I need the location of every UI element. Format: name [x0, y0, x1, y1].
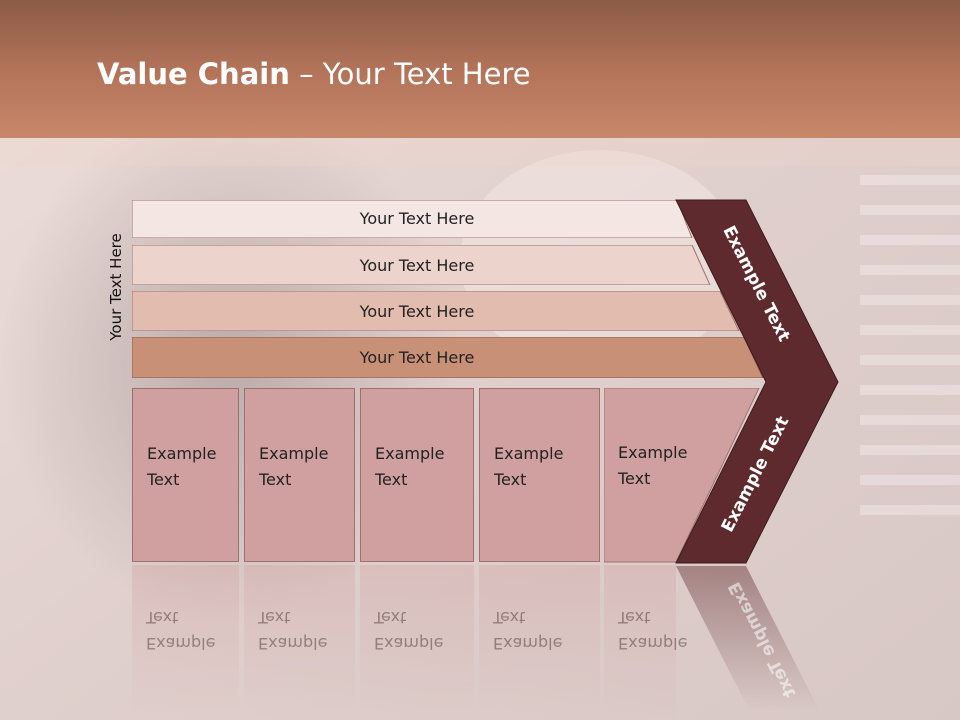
header-band — [0, 0, 960, 138]
column-4-reflection-label: Example Text — [493, 608, 563, 653]
primary-column-2-label: Example Text — [259, 444, 329, 489]
primary-column-1: Example Text — [132, 388, 239, 562]
primary-column-3: Example Text — [360, 388, 474, 562]
support-bar-4-label: Your Text Here — [359, 348, 475, 367]
primary-column-2: Example Text — [244, 388, 355, 562]
primary-column-4-label: Example Text — [494, 444, 564, 489]
header-divider — [0, 138, 960, 166]
column-5-reflection-label: Example Text — [618, 608, 688, 653]
support-bar-3-label: Your Text Here — [359, 302, 475, 321]
column-4-reflection: Example Text — [479, 565, 600, 720]
primary-column-1-label: Example Text — [147, 444, 217, 489]
title-strong: Value Chain — [97, 57, 290, 91]
column-2-reflection: Example Text — [244, 565, 355, 720]
column-3-reflection-label: Example Text — [374, 608, 444, 653]
primary-column-4: Example Text — [479, 388, 600, 562]
column-2-reflection-label: Example Text — [258, 608, 328, 653]
column-1-reflection: Example Text — [132, 565, 239, 720]
support-bar-1-label: Your Text Here — [359, 209, 475, 228]
primary-column-5-label: Example Text — [618, 443, 688, 488]
support-activities-label: Your Text Here — [107, 233, 125, 341]
support-bar-2-label: Your Text Here — [359, 256, 475, 275]
slide-title: Value Chain – Your Text Here — [97, 56, 531, 96]
column-5-reflection: Example Text — [604, 565, 687, 720]
column-3-reflection: Example Text — [360, 565, 474, 720]
primary-column-3-label: Example Text — [375, 444, 445, 489]
primary-column-5: Example Text — [604, 388, 714, 562]
title-rest: – Your Text Here — [289, 57, 531, 91]
column-1-reflection-label: Example Text — [146, 608, 216, 653]
